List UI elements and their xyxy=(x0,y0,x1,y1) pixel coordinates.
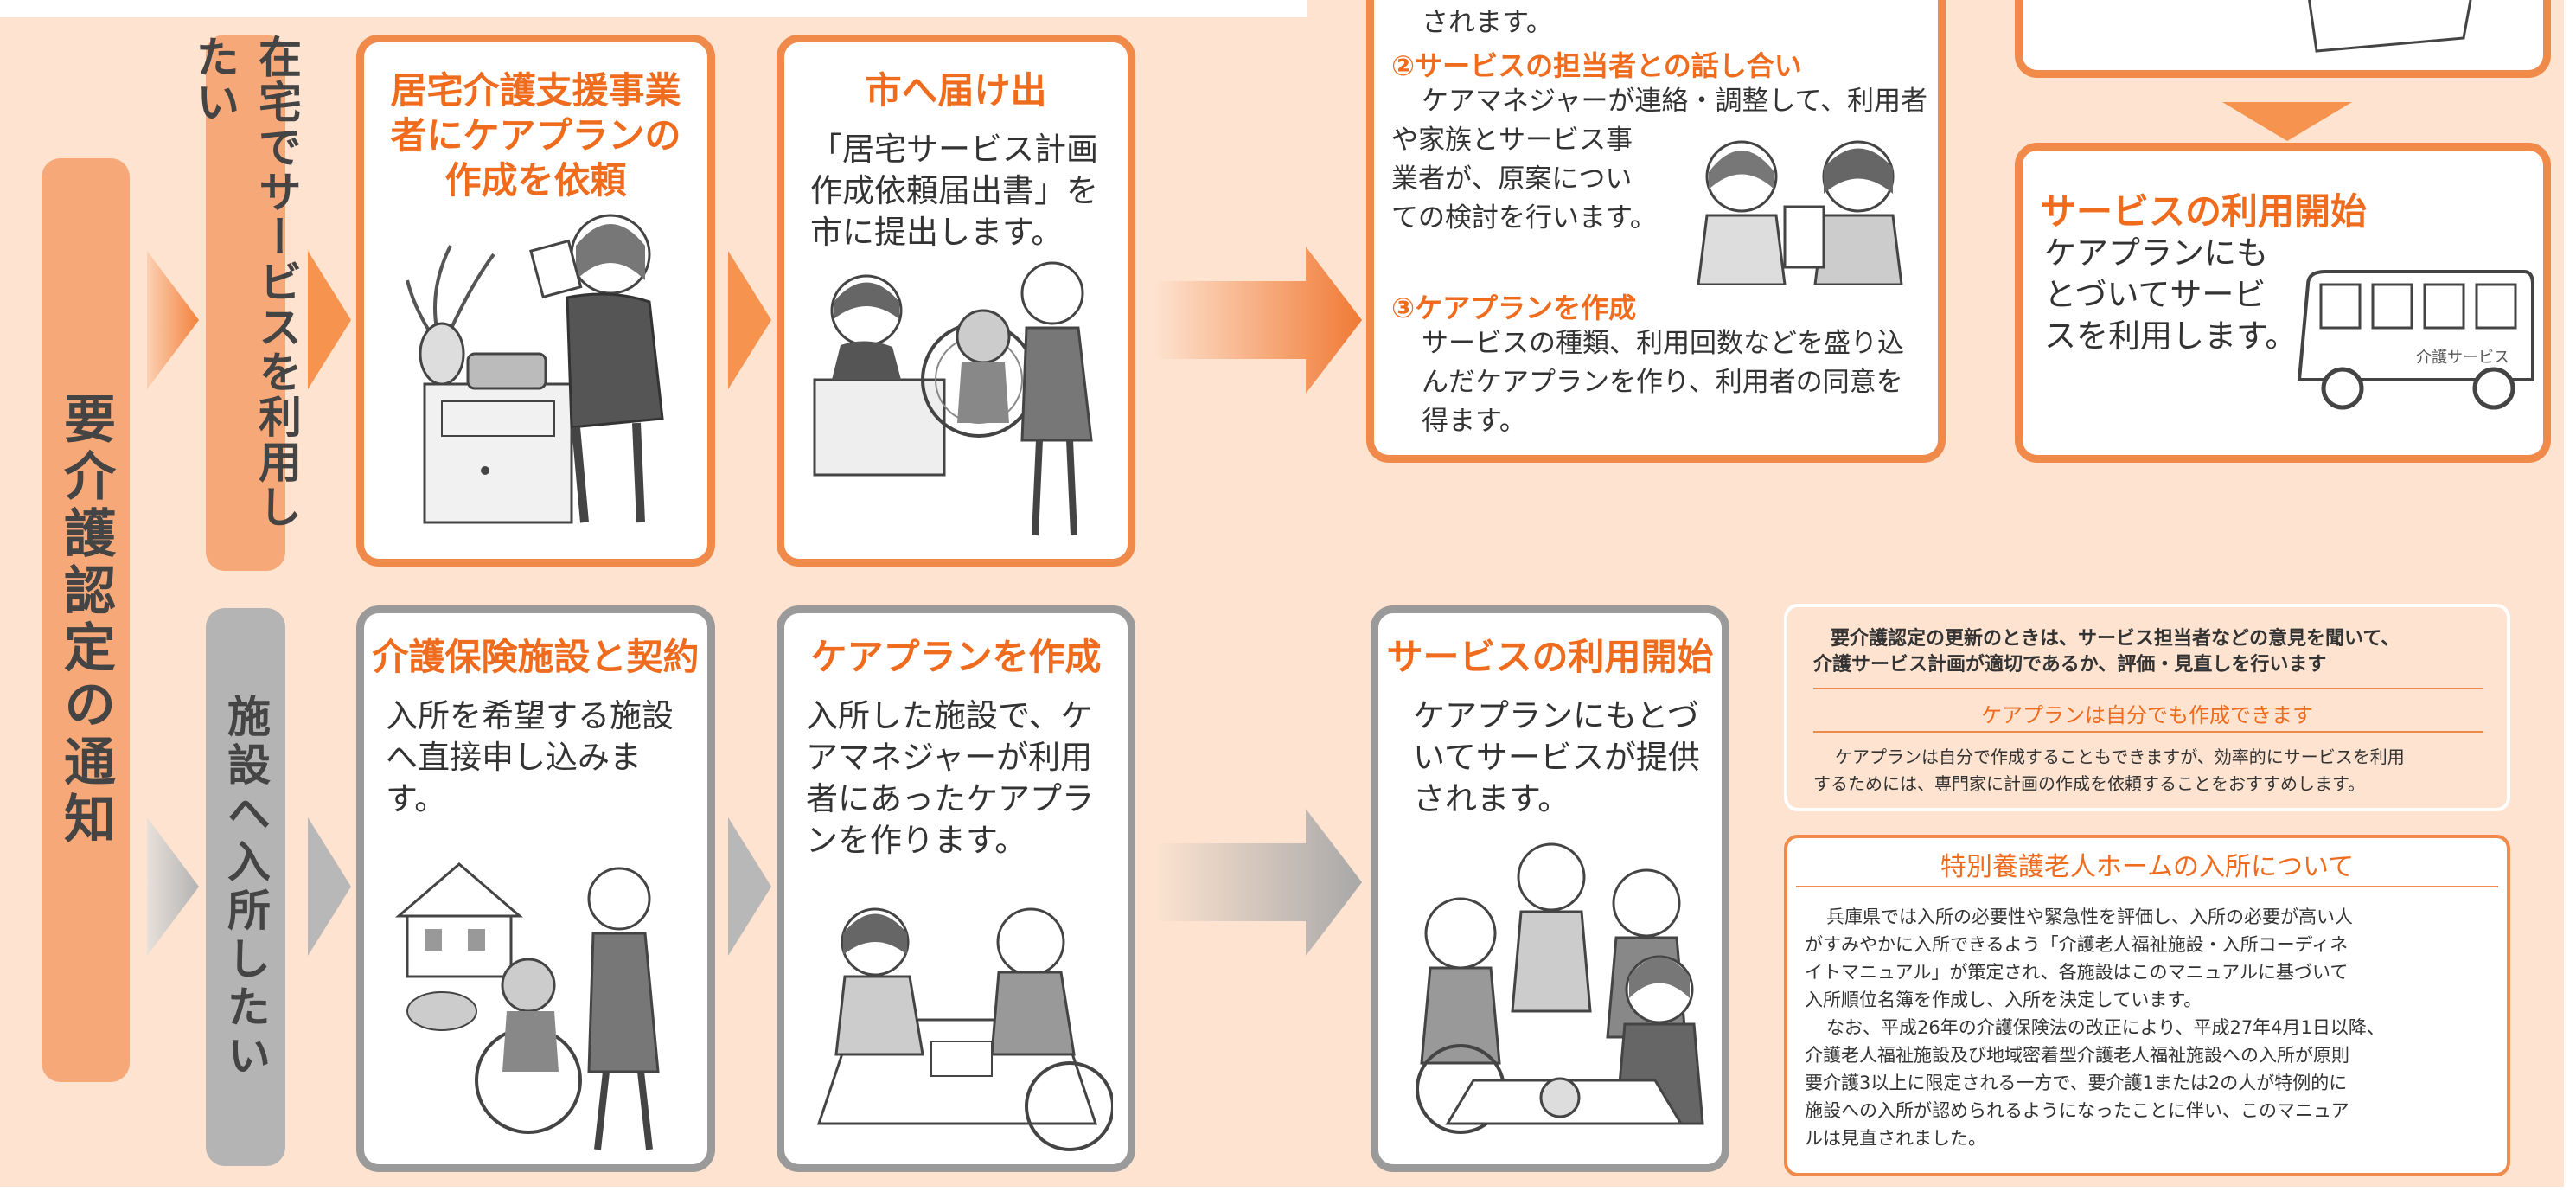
care-planning-illustration xyxy=(816,907,1113,1151)
home-start-card: サービスの利用開始 ケアプランにも とづいてサービ スを利用します。 介護サービ… xyxy=(2015,143,2551,463)
process-item3-line2: んだケアプランを作り、利用者の同意を xyxy=(1422,367,1903,398)
special-line-1: がすみやかに入所できるよう「介護老人福祉施設・入所コーディネ xyxy=(1805,934,2349,955)
process-item2-line2: や家族とサービス事 xyxy=(1391,125,1633,156)
special-line-6: 要介護3以上に限定される一方で、要介護1または2の人が特例的に xyxy=(1805,1073,2348,1093)
city-office-illustration xyxy=(813,261,1093,536)
white-margin-top xyxy=(0,0,1307,17)
home-process-card: されます。 ②サービスの担当者との話し合い ケアマネジャーが連絡・調整して、利用… xyxy=(1366,0,1946,463)
facility-step2-card: ケアプランを作成 入所した施設で、ケアマネジャーが利用者にあったケアプランを作り… xyxy=(777,605,1135,1172)
home-plan-card-partial xyxy=(2015,0,2551,78)
self-plan-title: ケアプランは自分でも作成できます xyxy=(1981,703,2313,727)
home-path-label-bar: 在宅でサービスを利用したい xyxy=(189,35,302,571)
process-item2-line4: ての検討を行います。 xyxy=(1391,202,1657,234)
white-margin-bottom xyxy=(0,1187,2576,1198)
discussion-illustration xyxy=(1697,140,1903,285)
group-activity-illustration xyxy=(1416,842,1704,1134)
self-plan-divider xyxy=(1813,731,2483,733)
process-item2-line3: 業者が、原案につい xyxy=(1391,163,1633,195)
phone-call-illustration xyxy=(406,214,664,524)
self-plan-line1: ケアプランは自分で作成することもできますが、効率的にサービスを利用 xyxy=(1835,746,2405,767)
facility-step1-body: 入所を希望する施設へ直接申し込みます。 xyxy=(386,697,674,817)
home-start-line1: ケアプランにも xyxy=(2044,234,2268,272)
special-title: 特別養護老人ホームの入所について xyxy=(1940,852,2355,882)
home-step2-body: 「居宅サービス計画作成依頼届出書」を市に提出します。 xyxy=(810,131,1098,251)
facility-step2-title: ケアプランを作成 xyxy=(810,636,1102,678)
notification-bar: 要介護認定の通知 xyxy=(42,158,130,1082)
special-line-0: 兵庫県では入所の必要性や緊急性を評価し、入所の必要が高い人 xyxy=(1826,907,2353,927)
process-item3-line1: サービスの種類、利用回数などを盛り込 xyxy=(1422,328,1904,359)
special-line-5: 介護老人福祉施設及び地域密着型介護老人福祉施設への入所が原則 xyxy=(1805,1045,2349,1066)
facility-start-body: ケアプランにもとづいてサービスが提供されます。 xyxy=(1413,697,1700,817)
home-step2-title: 市へ届け出 xyxy=(865,69,1047,112)
arrow-facility-step1 xyxy=(728,817,771,956)
special-divider xyxy=(1796,886,2498,887)
facility-start-card: サービスの利用開始 ケアプランにもとづいてサービスが提供されます。 xyxy=(1371,605,1729,1172)
facility-path-label: 施設へ入所したい xyxy=(221,693,271,1081)
process-item3-title: ③ケアプランを作成 xyxy=(1391,291,1637,324)
arrow-home-step1 xyxy=(728,251,771,389)
special-line-2: イトマニュアル」が策定され、各施設はこのマニュアルに基づいて xyxy=(1805,962,2349,983)
document-illustration xyxy=(2308,0,2472,53)
special-line-8: ルは見直されました。 xyxy=(1805,1128,1986,1149)
care-bus-illustration xyxy=(2297,270,2534,410)
facility-step2-body: 入所した施設で、ケアマネジャーが利用者にあったケアプランを作ります。 xyxy=(806,697,1094,859)
process-top-partial: されます。 xyxy=(1422,7,1553,38)
special-line-4: なお、平成26年の介護保険法の改正により、平成27年4月1日以降、 xyxy=(1826,1017,2385,1038)
home-path-label: 在宅でサービスを利用したい xyxy=(189,35,302,529)
special-nursing-home-box: 特別養護老人ホームの入所について 兵庫県では入所の必要性や緊急性を評価し、入所の… xyxy=(1784,835,2510,1176)
facility-step1-card: 介護保険施設と契約 入所を希望する施設へ直接申し込みます。 xyxy=(356,605,715,1172)
facility-contract-illustration xyxy=(394,862,660,1150)
home-start-title: サービスの利用開始 xyxy=(2040,190,2368,233)
special-line-7: 施設への入所が認められるようになったことに伴い、このマニュア xyxy=(1805,1100,2349,1121)
facility-start-title: サービスの利用開始 xyxy=(1386,636,1714,678)
arrow-to-home-path xyxy=(147,251,199,389)
home-step1-title: 居宅介護支援事業者にケアプランの作成を依頼 xyxy=(390,69,681,202)
facility-step1-title: 介護保険施設と契約 xyxy=(372,636,700,678)
arrow-home-label xyxy=(308,251,351,389)
special-line-3: 入所順位名簿を作成し、入所を決定しています。 xyxy=(1805,990,2202,1010)
renewal-divider xyxy=(1813,688,2483,689)
home-start-line3: スを利用します。 xyxy=(2044,317,2298,355)
bus-label: 介護サービス xyxy=(2416,349,2509,367)
arrow-down-to-start xyxy=(2222,102,2352,141)
process-item3-line3: 得ます。 xyxy=(1422,406,1526,437)
process-item2-line1: ケアマネジャーが連絡・調整して、利用者 xyxy=(1422,86,1927,117)
home-step2-card: 市へ届け出 「居宅サービス計画作成依頼届出書」を市に提出します。 xyxy=(777,35,1135,567)
arrow-facility-label xyxy=(308,817,351,956)
white-margin-right xyxy=(2564,0,2576,1198)
facility-path-label-bar: 施設へ入所したい xyxy=(206,608,285,1166)
home-step1-card: 居宅介護支援事業者にケアプランの作成を依頼 xyxy=(356,35,715,567)
renewal-note-box: 要介護認定の更新のときは、サービス担当者などの意見を聞いて、 介護サービス計画が… xyxy=(1784,604,2510,811)
process-item2-title: ②サービスの担当者との話し合い xyxy=(1391,49,1802,82)
arrow-to-facility-start xyxy=(1154,809,1362,956)
arrow-to-process xyxy=(1154,247,1362,394)
self-plan-line2: するためには、専門家に計画の作成を依頼することをおすすめします。 xyxy=(1813,773,2365,794)
renewal-line1: 要介護認定の更新のときは、サービス担当者などの意見を聞いて、 xyxy=(1831,628,2400,650)
home-start-line2: とづいてサービ xyxy=(2044,276,2266,313)
arrow-to-facility-path xyxy=(147,817,199,956)
renewal-line2: 介護サービス計画が適切であるか、評価・見直しを行います xyxy=(1813,654,2327,676)
notification-label: 要介護認定の通知 xyxy=(54,392,116,849)
